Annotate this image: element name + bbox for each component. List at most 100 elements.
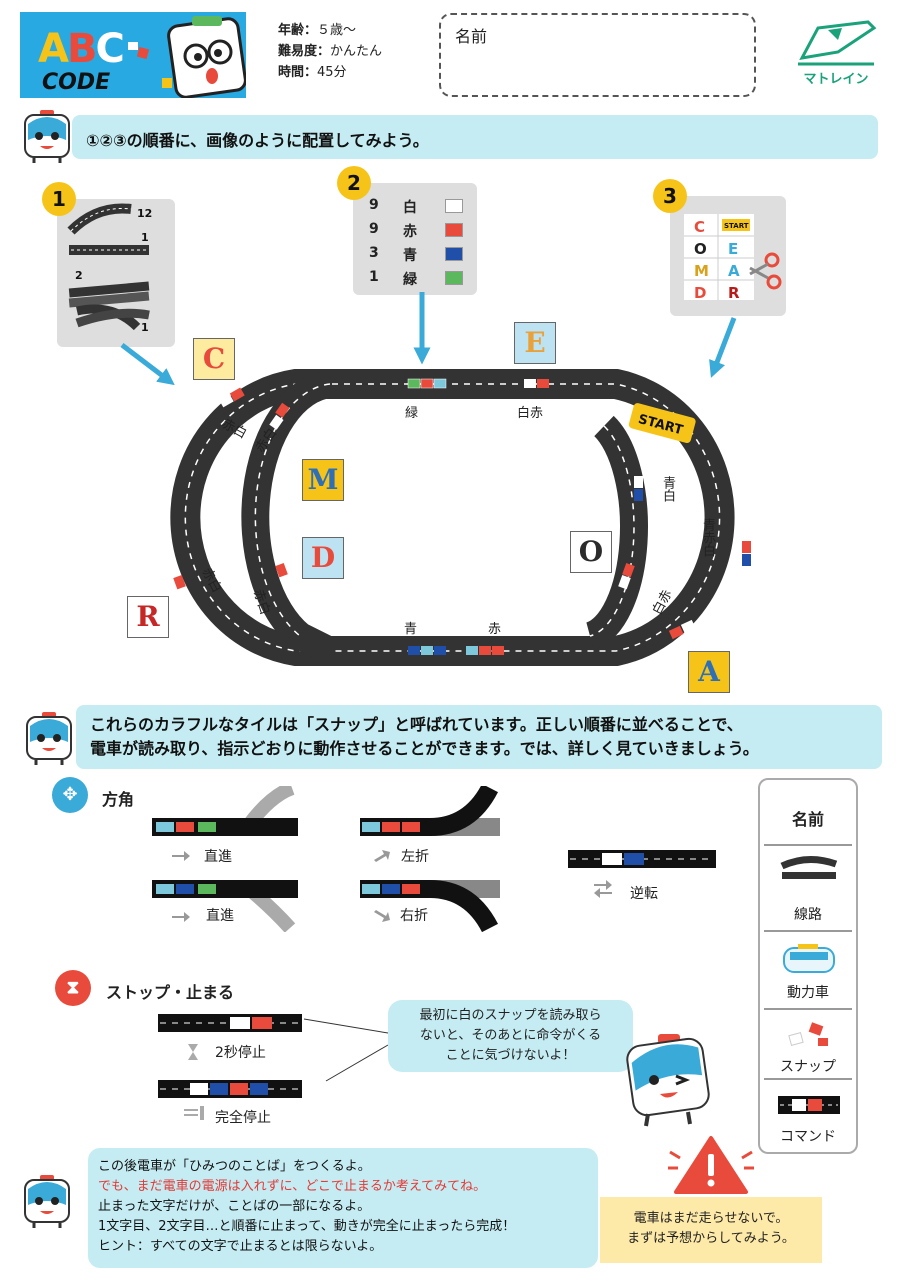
snap-white	[618, 574, 631, 590]
letter-o: O	[570, 531, 612, 573]
snap-red	[622, 562, 635, 578]
explain-banner: これらのカラフルなタイルは「スナップ」と呼ばれています。正しい順番に並べることで…	[76, 705, 882, 769]
arrow-straight-icon	[172, 912, 190, 922]
snap-red	[479, 646, 491, 655]
track-icon	[780, 856, 838, 879]
instruction-banner: ①②③の順番に、画像のように配置してみよう。	[72, 115, 878, 159]
names-panel-title: 名前	[791, 810, 824, 829]
matrain-brand: マトレイン	[788, 14, 884, 87]
snap-white	[634, 476, 643, 488]
snap-white	[524, 379, 536, 388]
name-field-label: 名前	[455, 27, 488, 46]
letter-d: D	[302, 537, 344, 579]
warning-icon	[668, 1136, 754, 1194]
command-icon	[778, 1096, 840, 1114]
hint-note: この後電車が「ひみつのことば」をつくるよ。 でも、まだ電車の電源は入れずに、どこ…	[88, 1148, 598, 1268]
arrow-left-icon	[374, 850, 390, 862]
label-right-turn: 右折	[400, 908, 428, 924]
count-curve: 12	[137, 207, 152, 220]
card-start: START	[724, 222, 749, 230]
label-straight-2: 直進	[206, 908, 234, 924]
names-engine: 動力車	[787, 985, 829, 1001]
snap-blue	[408, 646, 420, 655]
snap-red	[492, 646, 504, 655]
scissors-icon	[749, 252, 782, 290]
activity-meta: 年齢：５歳〜 難易度：かんたん 時間：45分	[278, 23, 383, 80]
snap-white	[280, 574, 293, 590]
direction-diagrams	[152, 786, 716, 932]
names-panel: 名前 線路 動力車 スナップ コマンド	[758, 778, 858, 1154]
label-left-turn: 左折	[401, 849, 429, 865]
callout-lines	[303, 1018, 389, 1082]
snap-white	[218, 393, 234, 408]
snap-red	[229, 387, 245, 402]
step2-badge: 2	[337, 166, 371, 200]
snap-icon	[788, 1022, 828, 1046]
pause-icon	[188, 1044, 198, 1060]
stop-title: ストップ・止まる	[106, 983, 235, 1002]
train-logo-icon	[798, 20, 877, 66]
count-switch: 1	[141, 321, 149, 334]
letter-cards-sheet: C START O E M A D R	[684, 214, 754, 302]
label-full-stop: 完全停止	[215, 1110, 271, 1126]
logo-code-text: CODE	[42, 70, 111, 95]
card-a: A	[728, 262, 740, 280]
snap-lightblue	[421, 646, 433, 655]
names-track: 線路	[794, 907, 822, 923]
snap-red	[173, 574, 186, 590]
label-pause: 2秒停止	[215, 1045, 266, 1061]
names-snap: スナップ	[780, 1059, 836, 1075]
winking-mascot-icon	[626, 1034, 710, 1127]
mascot-icon	[24, 110, 70, 163]
snap-blue	[634, 489, 643, 501]
letter-c: C	[193, 338, 235, 380]
step1-badge: 1	[42, 182, 76, 216]
step3-panel: C START O E M A D R	[670, 196, 786, 316]
label-green: 緑	[405, 406, 419, 421]
letter-m: M	[302, 459, 344, 501]
name-field[interactable]: 名前	[439, 13, 756, 97]
snap-white	[742, 528, 751, 540]
mascot-icon	[26, 712, 72, 765]
count-straight: 1	[141, 231, 149, 244]
label-blue-red-white: 青赤白	[700, 518, 715, 557]
snap-blue	[434, 646, 446, 655]
snap-white	[269, 414, 284, 430]
snap-blue	[742, 554, 751, 566]
arrow-right-icon	[374, 910, 390, 922]
logo-mascot-icon	[128, 16, 246, 98]
track-pieces-icon: 12 1 2 1	[67, 203, 152, 334]
arrow-reverse-icon	[594, 880, 612, 890]
snap-red	[275, 562, 288, 578]
arrow-step3	[709, 317, 737, 378]
card-o: O	[694, 240, 707, 258]
names-command: コマンド	[780, 1129, 836, 1145]
mascot-icon	[24, 1175, 70, 1228]
abc-code-logo: ABC CODE	[20, 12, 246, 98]
label-blue: 青	[404, 622, 418, 637]
snap-green	[407, 378, 421, 389]
card-r: R	[728, 284, 740, 302]
letter-a: A	[688, 651, 730, 693]
snap-white	[680, 619, 696, 634]
snap-red	[537, 379, 549, 388]
step1-panel: 12 1 2 1	[57, 199, 175, 347]
step3-badge: 3	[653, 179, 687, 213]
snap-white	[177, 586, 190, 602]
card-d: D	[694, 284, 706, 302]
label-blue-white: 青白	[660, 476, 675, 502]
inner-left-track	[241, 370, 337, 664]
snap-lightblue	[466, 646, 478, 655]
snap-red	[668, 625, 684, 640]
letter-e: E	[514, 322, 556, 364]
train-engine-icon	[783, 944, 835, 973]
label-red: 赤	[488, 622, 502, 637]
card-c: C	[694, 218, 705, 236]
warning-box: 電車はまだ走らせないで。 まずは予想からしてみよう。	[600, 1197, 822, 1263]
hourglass-icon: ⧗	[55, 970, 91, 1006]
snap-red	[275, 402, 290, 418]
